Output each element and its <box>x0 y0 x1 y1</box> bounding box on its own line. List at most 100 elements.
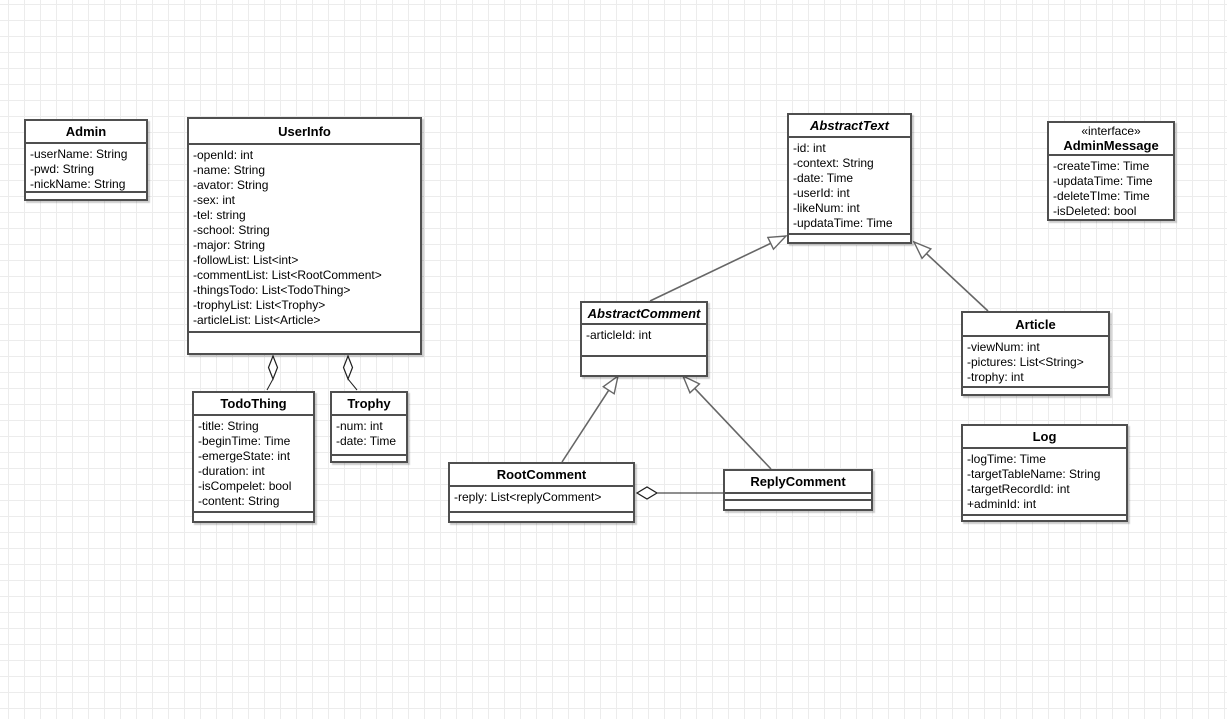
methods-section <box>26 191 146 199</box>
class-title: AbstractText <box>789 115 910 136</box>
attributes-section: -openId: int -name: String -avator: Stri… <box>189 143 420 331</box>
class-title: Trophy <box>332 393 406 414</box>
attribute: -commentList: List<RootComment> <box>193 268 382 282</box>
attributes-section <box>725 492 871 499</box>
attribute: -likeNum: int <box>793 201 860 215</box>
attribute: -targetTableName: String <box>967 467 1101 481</box>
class-name: TodoThing <box>220 396 287 411</box>
attribute: -avator: String <box>193 178 269 192</box>
attribute: -trophy: int <box>967 370 1024 384</box>
methods-section <box>450 511 633 521</box>
class-name: Admin <box>65 124 107 139</box>
attributes-section: -logTime: Time -targetTableName: String … <box>963 447 1126 514</box>
stereotype-label: «interface» <box>1081 124 1141 138</box>
attributes-section: -articleId: int <box>582 323 706 355</box>
class-title: UserInfo <box>189 119 420 143</box>
class-title: TodoThing <box>194 393 313 414</box>
attribute: -createTime: Time <box>1053 159 1150 173</box>
class-name: RootComment <box>496 467 587 482</box>
attribute: -trophyList: List<Trophy> <box>193 298 326 312</box>
generalization-article-abstracttext[interactable] <box>914 242 989 312</box>
methods-section <box>582 355 706 375</box>
class-admin[interactable]: Admin -userName: String -pwd: String -ni… <box>24 119 148 201</box>
class-userinfo[interactable]: UserInfo -openId: int -name: String -ava… <box>187 117 422 355</box>
attribute: -num: int <box>336 419 383 433</box>
attribute: +adminId: int <box>967 497 1037 511</box>
methods-section <box>963 514 1126 520</box>
generalization-rootcomment-abstractcomment[interactable] <box>561 376 618 463</box>
class-name: AbstractComment <box>587 305 701 321</box>
class-todothing[interactable]: TodoThing -title: String -beginTime: Tim… <box>192 391 315 523</box>
attribute: -openId: int <box>193 148 254 162</box>
attribute: -followList: List<int> <box>193 253 299 267</box>
attributes-section: -viewNum: int -pictures: List<String> -t… <box>963 335 1108 386</box>
class-name: Article <box>1015 316 1056 332</box>
attribute: -name: String <box>193 163 266 177</box>
attribute: -major: String <box>193 238 266 252</box>
attributes-section: -title: String -beginTime: Time -emergeS… <box>194 414 313 511</box>
attribute: -title: String <box>198 419 259 433</box>
methods-section <box>194 511 313 521</box>
attribute: -date: Time <box>336 434 397 448</box>
attribute: -emergeState: int <box>198 449 291 463</box>
generalization-abstractcomment-abstracttext[interactable] <box>649 236 786 302</box>
class-log[interactable]: Log -logTime: Time -targetTableName: Str… <box>961 424 1128 522</box>
attribute: -logTime: Time <box>967 452 1046 466</box>
class-name: ReplyComment <box>750 474 846 489</box>
attribute: -pictures: List<String> <box>967 355 1084 369</box>
attribute: -sex: int <box>193 193 236 207</box>
attribute: -updataTime: Time <box>793 216 893 230</box>
methods-section <box>789 233 910 242</box>
class-title: «interface» AdminMessage <box>1049 123 1173 154</box>
methods-section <box>189 331 420 353</box>
class-name: Trophy <box>347 396 391 411</box>
attribute: -isCompelet: bool <box>198 479 292 493</box>
attribute: -id: int <box>793 141 826 155</box>
attribute: -reply: List<replyComment> <box>454 490 602 504</box>
class-title: Admin <box>26 121 146 142</box>
attribute: -viewNum: int <box>967 340 1040 354</box>
class-title: Log <box>963 426 1126 447</box>
attribute: -pwd: String <box>30 162 95 176</box>
attribute: -articleId: int <box>586 328 652 342</box>
class-title: ReplyComment <box>725 471 871 492</box>
aggregation-userinfo-trophy[interactable] <box>342 354 358 391</box>
attribute: -date: Time <box>793 171 854 185</box>
attribute: -beginTime: Time <box>198 434 291 448</box>
class-abstractcomment[interactable]: AbstractComment -articleId: int <box>580 301 708 377</box>
attributes-section: -reply: List<replyComment> <box>450 485 633 511</box>
attribute: -updataTime: Time <box>1053 174 1153 188</box>
class-article[interactable]: Article -viewNum: int -pictures: List<St… <box>961 311 1110 396</box>
attribute: -tel: string <box>193 208 246 222</box>
class-title: Article <box>963 313 1108 335</box>
attribute: -articleList: List<Article> <box>193 313 321 327</box>
class-name: UserInfo <box>278 123 331 139</box>
methods-section <box>963 386 1108 394</box>
attribute: -content: String <box>198 494 280 508</box>
aggregation-userinfo-todothing[interactable] <box>266 354 279 391</box>
methods-section <box>332 454 406 461</box>
attribute: -thingsTodo: List<TodoThing> <box>193 283 351 297</box>
attribute: -duration: int <box>198 464 265 478</box>
attribute: -userId: int <box>793 186 850 200</box>
class-adminmessage[interactable]: «interface» AdminMessage -createTime: Ti… <box>1047 121 1175 221</box>
generalization-replycomment-abstractcomment[interactable] <box>683 376 772 470</box>
attributes-section: -num: int -date: Time <box>332 414 406 454</box>
attribute: -deleteTIme: Time <box>1053 189 1150 203</box>
attributes-section: -userName: String -pwd: String -nickName… <box>26 142 146 191</box>
attribute: -nickName: String <box>30 177 126 191</box>
class-name: AdminMessage <box>1063 138 1159 153</box>
attribute: -isDeleted: bool <box>1053 204 1137 218</box>
attribute: -context: String <box>793 156 874 170</box>
class-name: Log <box>1032 429 1057 444</box>
class-title: AbstractComment <box>582 303 706 323</box>
class-abstracttext[interactable]: AbstractText -id: int -context: String -… <box>787 113 912 244</box>
class-name: AbstractText <box>810 118 889 133</box>
attributes-section: -createTime: Time -updataTime: Time -del… <box>1049 154 1173 219</box>
class-replycomment[interactable]: ReplyComment <box>723 469 873 511</box>
attribute: -school: String <box>193 223 270 237</box>
class-trophy[interactable]: Trophy -num: int -date: Time <box>330 391 408 463</box>
class-rootcomment[interactable]: RootComment -reply: List<replyComment> <box>448 462 635 523</box>
